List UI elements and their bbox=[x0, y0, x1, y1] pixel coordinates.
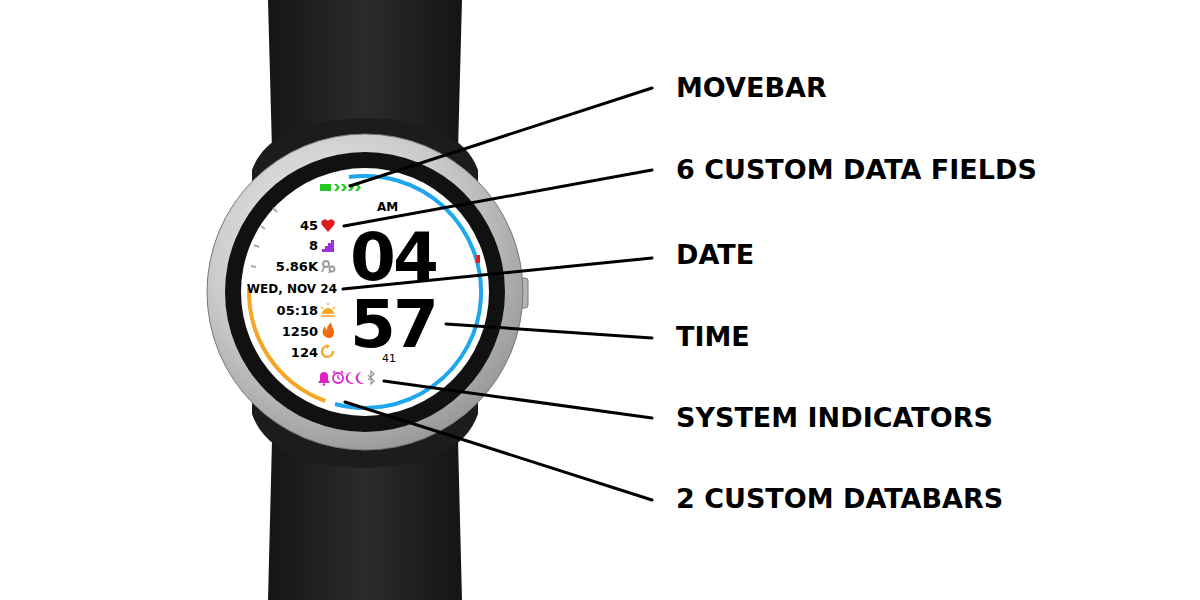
callout-label: DATE bbox=[676, 238, 754, 272]
callout-label: 2 CUSTOM DATABARS bbox=[676, 482, 1003, 516]
inner-ring bbox=[225, 152, 505, 432]
data-field-value: 124 bbox=[291, 345, 318, 361]
heart-icon bbox=[321, 219, 334, 232]
data-field-value: 05:18 bbox=[277, 303, 318, 319]
minute-digits: 57 bbox=[350, 292, 436, 358]
blue-databar bbox=[335, 176, 481, 408]
data-field-value: 1250 bbox=[282, 324, 318, 340]
data-field-value: 8 bbox=[309, 238, 318, 254]
stairs-icon bbox=[322, 240, 334, 252]
calories-icon bbox=[323, 322, 334, 338]
callout-label: MOVEBAR bbox=[676, 71, 827, 105]
am-pm-indicator: AM bbox=[377, 200, 398, 214]
sunrise-icon bbox=[321, 303, 335, 316]
data-field-value: 5.86K bbox=[276, 259, 318, 275]
data-field-value: 45 bbox=[300, 218, 318, 234]
system-indicator-icons bbox=[318, 371, 374, 386]
hour-digits: 04 bbox=[350, 225, 436, 291]
callout-label: SYSTEM INDICATORS bbox=[676, 401, 993, 435]
orange-databar bbox=[249, 288, 325, 401]
callout-label: TIME bbox=[676, 320, 750, 354]
callout-label: 6 CUSTOM DATA FIELDS bbox=[676, 153, 1037, 187]
leader-lines bbox=[343, 88, 652, 500]
date-text: WED, NOV 24 bbox=[247, 281, 337, 297]
intensity-arrow bbox=[326, 344, 330, 349]
databar-marker bbox=[476, 255, 480, 263]
location-icon bbox=[322, 261, 335, 273]
seconds-value: 41 bbox=[382, 352, 396, 365]
tick-marks bbox=[251, 208, 277, 267]
